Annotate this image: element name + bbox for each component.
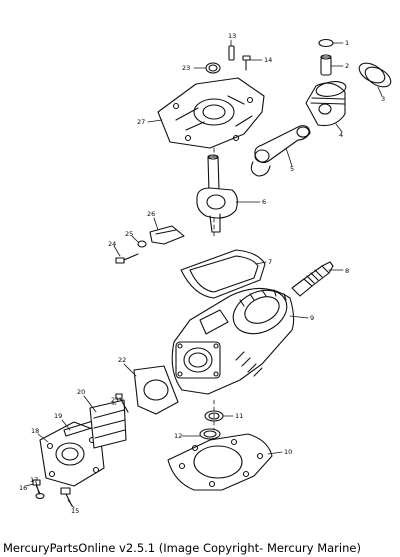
part-26-bearing-cage xyxy=(149,225,185,245)
part-21-screw xyxy=(115,393,129,413)
part-13-pin xyxy=(228,45,235,61)
part-1-retainer-ring xyxy=(318,38,334,48)
callout-19: 19 xyxy=(54,412,62,420)
callout-24: 24 xyxy=(108,240,116,248)
callout-10: 10 xyxy=(284,448,292,456)
part-7-gasket xyxy=(180,249,266,299)
part-20-reed-plate xyxy=(89,399,127,449)
part-24-screw xyxy=(115,253,139,264)
part-23-seal xyxy=(205,62,221,74)
callout-8: 8 xyxy=(345,267,349,275)
callout-9: 9 xyxy=(310,314,314,322)
callout-7: 7 xyxy=(268,258,272,266)
callout-22: 22 xyxy=(118,356,126,364)
part-3-piston-rings xyxy=(358,62,392,88)
callout-26: 26 xyxy=(147,210,155,218)
callout-16: 16 xyxy=(19,484,27,492)
callout-18: 18 xyxy=(31,427,39,435)
callout-21: 21 xyxy=(111,396,119,404)
copyright-caption: MercuryPartsOnline v2.5.1 (Image Copyrig… xyxy=(3,541,361,555)
callout-12: 12 xyxy=(174,432,182,440)
callout-27: 27 xyxy=(137,118,145,126)
callout-1: 1 xyxy=(345,39,349,47)
part-12-seal xyxy=(199,428,221,440)
callout-5: 5 xyxy=(290,165,294,173)
callout-labels: 1234567891011121314151617181920212223242… xyxy=(19,32,385,515)
part-25-washer xyxy=(137,240,147,248)
part-4-piston xyxy=(305,81,347,127)
callout-17: 17 xyxy=(30,476,38,484)
part-17-washer xyxy=(35,492,45,500)
callout-15: 15 xyxy=(71,507,79,515)
part-2-piston-pin xyxy=(320,54,332,76)
callout-4: 4 xyxy=(339,131,343,139)
callout-13: 13 xyxy=(228,32,236,40)
exploded-parts-diagram: 1234567891011121314151617181920212223242… xyxy=(19,32,392,515)
callout-2: 2 xyxy=(345,62,349,70)
callout-14: 14 xyxy=(264,56,272,64)
part-8-spark-plug xyxy=(291,261,334,297)
callout-11: 11 xyxy=(235,412,243,420)
part-6-crankshaft xyxy=(196,154,238,233)
part-18-housing xyxy=(39,421,105,487)
callout-25: 25 xyxy=(125,230,133,238)
part-14-screw xyxy=(242,55,251,71)
callout-23: 23 xyxy=(182,64,190,72)
callout-6: 6 xyxy=(262,198,266,206)
callout-3: 3 xyxy=(381,95,385,103)
part-22-intake-gasket xyxy=(133,365,179,415)
part-27-crankcase-plate xyxy=(157,77,265,149)
part-9-cylinder-block xyxy=(171,287,295,395)
part-10-base-gasket xyxy=(167,433,273,491)
part-5-connecting-rod xyxy=(250,125,311,177)
callout-20: 20 xyxy=(77,388,85,396)
